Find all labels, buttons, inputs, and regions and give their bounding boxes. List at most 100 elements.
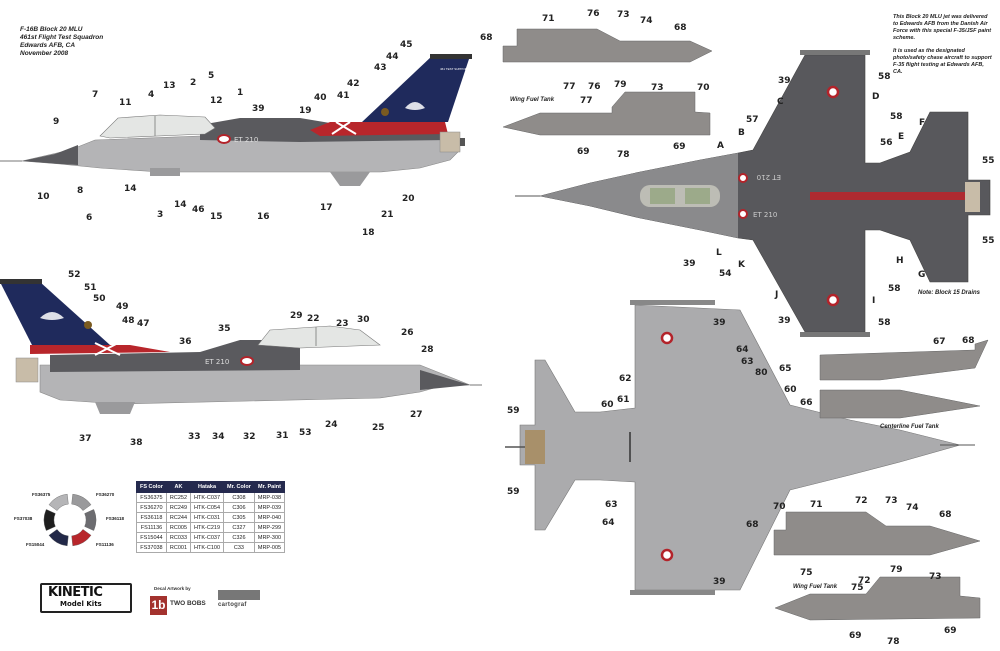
callout-label: 47 — [137, 319, 150, 329]
callout-label: 58 — [888, 284, 901, 294]
callout-label: 1 — [237, 88, 244, 98]
callout-label: 39 — [252, 104, 265, 114]
kinetic-subtitle: Model Kits — [60, 600, 102, 608]
callout-label: 78 — [617, 150, 630, 160]
callout-label: 28 — [421, 345, 434, 355]
callout-label: 25 — [372, 423, 385, 433]
table-cell: HTK-C100 — [190, 542, 225, 553]
callout-label: 72 — [858, 576, 871, 586]
callout-label: D — [872, 92, 880, 102]
svg-text:461 TEST SUPPORT: 461 TEST SUPPORT — [440, 67, 469, 71]
callout-label: 63 — [605, 500, 618, 510]
callout-label: 21 — [381, 210, 394, 220]
table-cell: HTK-C037 — [190, 532, 225, 543]
callout-label: 66 — [800, 398, 813, 408]
callout-label: 8 — [77, 186, 84, 196]
callout-label: H — [896, 256, 904, 266]
swatch-label: FS36375 — [32, 492, 51, 497]
callout-label: 73 — [617, 10, 630, 20]
callout-label: 44 — [386, 52, 399, 62]
callout-label: 32 — [243, 432, 256, 442]
table-cell: FS36118 — [136, 512, 167, 523]
callout-label: 2 — [190, 78, 197, 88]
callout-label: 61 — [617, 395, 630, 405]
callout-label: 69 — [673, 142, 686, 152]
callout-label: 80 — [755, 368, 768, 378]
table-cell: HTK-C037 — [190, 492, 225, 503]
callout-label: 79 — [890, 565, 903, 575]
callout-label: 60 — [601, 400, 614, 410]
table-cell: RC252 — [165, 492, 192, 503]
callout-label: 50 — [93, 294, 106, 304]
table-cell: C306 — [223, 502, 255, 513]
callout-label: 63 — [741, 357, 754, 367]
callout-label: 53 — [299, 428, 312, 438]
callout-label: 16 — [257, 212, 270, 222]
table-cell: MRP-038 — [253, 492, 286, 503]
callout-label: 75 — [851, 583, 864, 593]
callout-label: 68 — [674, 23, 687, 33]
callout-label: 59 — [507, 487, 520, 497]
table-cell: C33 — [223, 542, 255, 553]
table-cell: MRP-040 — [253, 512, 286, 523]
callout-label: 39 — [778, 76, 791, 86]
callout-label: 49 — [116, 302, 129, 312]
callout-label: 67 — [933, 337, 946, 347]
table-cell: RC001 — [165, 542, 192, 553]
callout-label: 59 — [507, 406, 520, 416]
callout-label: 19 — [299, 106, 312, 116]
callout-label: 68 — [939, 510, 952, 520]
swatch-label: FS36118 — [106, 516, 125, 521]
callout-label: 60 — [784, 385, 797, 395]
callout-label: 34 — [212, 432, 225, 442]
callout-label: 72 — [855, 496, 868, 506]
color-swatch — [84, 509, 97, 531]
table-cell: RC033 — [165, 532, 192, 543]
callout-label: 39 — [683, 259, 696, 269]
callout-label: 4 — [148, 90, 155, 100]
table-cell: C327 — [223, 522, 255, 533]
callout-label: 40 — [314, 93, 327, 103]
table-cell: MRP-299 — [253, 522, 286, 533]
column-header: Mr. Paint — [253, 481, 286, 493]
callout-label: 76 — [587, 9, 600, 19]
callout-label: 73 — [929, 572, 942, 582]
callout-label: 68 — [480, 33, 493, 43]
callout-label: 39 — [778, 316, 791, 326]
callout-label: 74 — [906, 503, 919, 513]
table-cell: C305 — [223, 512, 255, 523]
cartograf-bar-icon — [218, 590, 260, 600]
caption-line: F-16B Block 20 MLU — [20, 26, 83, 33]
table-header-row: FS Color AK Hataka Mr. Color Mr. Paint — [136, 481, 286, 493]
callout-label: E — [898, 132, 905, 142]
callout-label: 69 — [944, 626, 957, 636]
callout-label: 76 — [588, 82, 601, 92]
table-cell: RC244 — [165, 512, 192, 523]
kinetic-logo: KINETIC Model Kits — [40, 583, 132, 613]
table-cell: C308 — [223, 492, 255, 503]
table-cell: MRP-039 — [253, 502, 286, 513]
callout-label: B — [738, 128, 745, 138]
callout-label: 43 — [374, 63, 387, 73]
callout-label: 35 — [218, 324, 231, 334]
table-cell: FS15044 — [136, 532, 167, 543]
callout-label: 14 — [124, 184, 137, 194]
cartograf-wordmark: cartograf — [218, 602, 247, 608]
callout-label: 38 — [130, 438, 143, 448]
callout-label: 27 — [410, 410, 423, 420]
table-cell: FS37038 — [136, 542, 167, 553]
centerline-tank-label: Centerline Fuel Tank — [880, 424, 939, 430]
callout-label: 14 — [174, 200, 187, 210]
callout-label: G — [918, 270, 926, 280]
callout-label: 45 — [400, 40, 413, 50]
callout-label: 48 — [122, 316, 135, 326]
callout-label: 22 — [307, 314, 320, 324]
column-header: Mr. Color — [223, 481, 255, 493]
callout-label: 15 — [210, 212, 223, 222]
callout-label: 18 — [362, 228, 375, 238]
